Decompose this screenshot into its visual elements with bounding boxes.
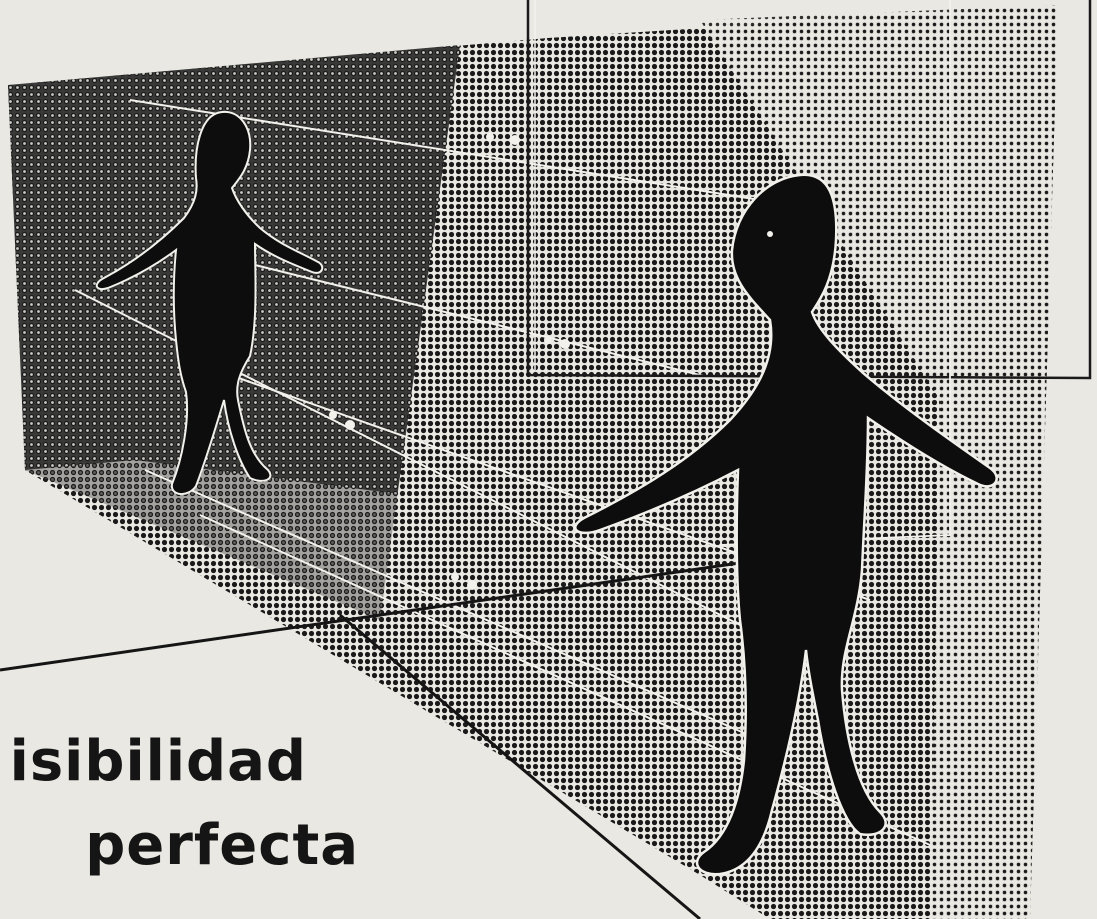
person-silhouette-left — [95, 110, 324, 495]
arrow-marks — [329, 133, 570, 590]
floor-lines — [0, 558, 761, 919]
person-silhouette-right — [574, 173, 998, 876]
caption-line-2: perfecta — [85, 813, 359, 878]
caption-line-1: isibilidad — [9, 729, 307, 794]
